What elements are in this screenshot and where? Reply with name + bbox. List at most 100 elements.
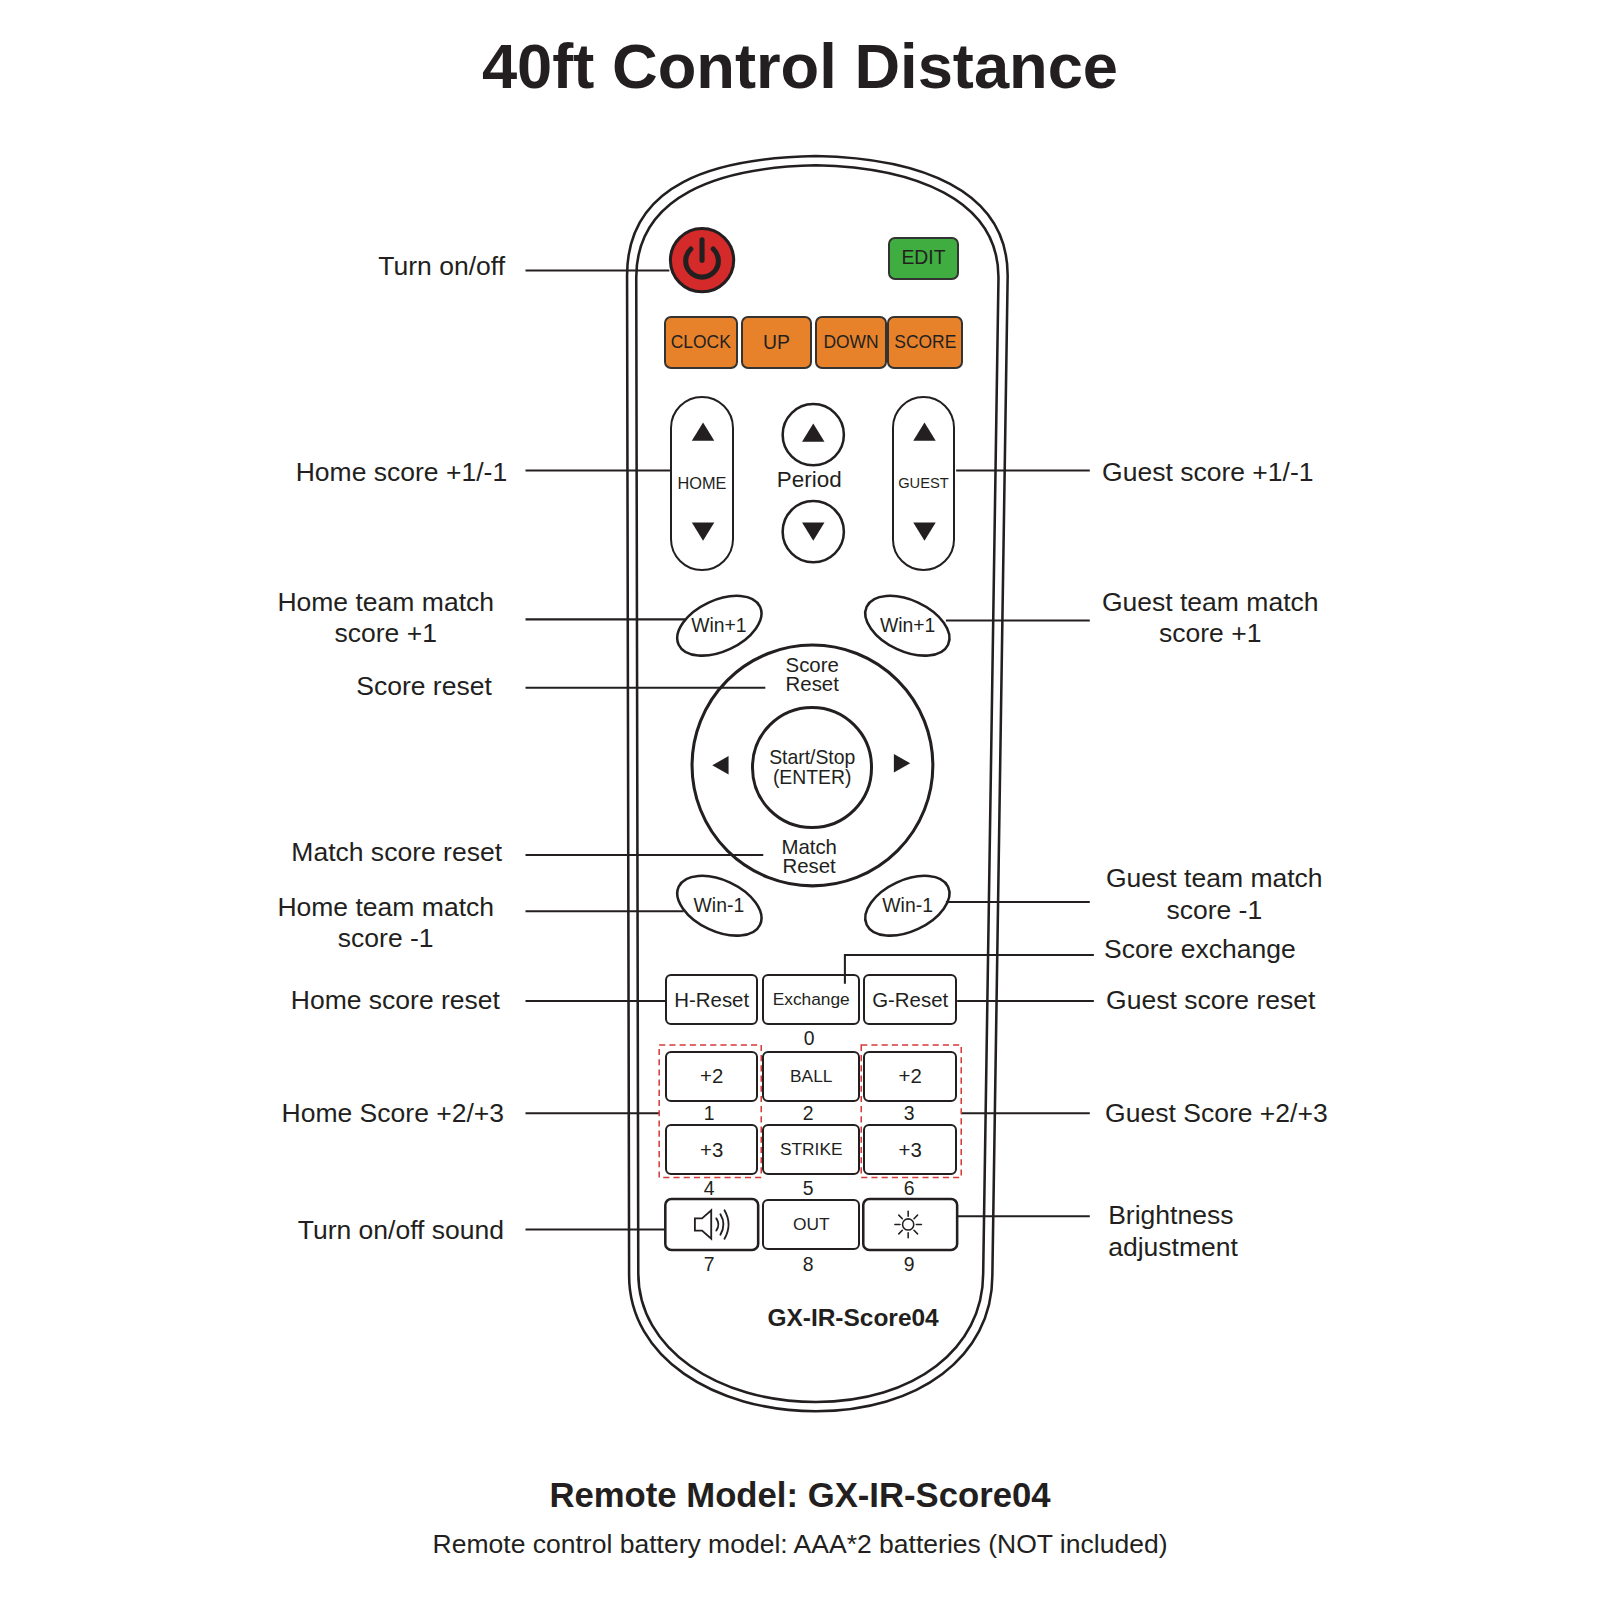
button-label: EDIT bbox=[901, 248, 945, 267]
button-label: Match Reset bbox=[772, 838, 845, 877]
callout-label: Home score reset bbox=[291, 985, 500, 1017]
leaf-outline bbox=[667, 583, 770, 667]
arrow-symbols bbox=[692, 422, 936, 774]
leader-line bbox=[956, 469, 1090, 471]
brightness-button bbox=[863, 1199, 957, 1250]
key-number: 4 bbox=[704, 1179, 715, 1198]
mode-button: CLOCK bbox=[664, 316, 738, 369]
sound-button bbox=[665, 1199, 758, 1250]
keypad-button: OUT bbox=[762, 1199, 860, 1250]
leader-line bbox=[957, 1000, 1094, 1002]
housing-outline bbox=[628, 156, 1009, 1411]
key-number: 0 bbox=[804, 1029, 815, 1048]
button-label: H-Reset bbox=[674, 990, 749, 1010]
callout-label: Score exchange bbox=[1104, 934, 1296, 966]
button-label: G-Reset bbox=[872, 990, 948, 1010]
callout-label: Turn on/off bbox=[378, 251, 505, 283]
sound-wave bbox=[724, 1210, 728, 1239]
sun-ray bbox=[916, 1224, 921, 1226]
sun-ray bbox=[914, 1230, 918, 1234]
power-button bbox=[670, 229, 733, 292]
button-label: Win+1 bbox=[880, 616, 935, 635]
callout-label: Home Score +2/+3 bbox=[282, 1098, 505, 1130]
button-label: SCORE bbox=[894, 334, 956, 351]
dashed-bracket bbox=[861, 1045, 961, 1178]
button-label: GUEST bbox=[898, 476, 949, 491]
sun-ray bbox=[895, 1224, 900, 1226]
mode-button: UP bbox=[741, 316, 812, 369]
callout-label: Brightness adjustment bbox=[1108, 1200, 1276, 1264]
key-number: 1 bbox=[704, 1104, 715, 1123]
sun-ray bbox=[899, 1215, 903, 1219]
leader-line bbox=[526, 269, 670, 271]
leader-line bbox=[526, 854, 764, 856]
reset-button: G-Reset bbox=[863, 974, 957, 1025]
leaf-outline bbox=[856, 864, 959, 948]
win-button: Win+1 bbox=[676, 590, 763, 661]
win-button: Win+1 bbox=[864, 590, 951, 661]
housing-outline bbox=[637, 165, 999, 1402]
up-arrow bbox=[692, 422, 714, 440]
button-label: STRIKE bbox=[780, 1141, 843, 1158]
down-arrow bbox=[692, 522, 714, 540]
button-label: DOWN bbox=[823, 334, 878, 351]
power-symbol bbox=[699, 240, 704, 260]
callout-label: Guest team match score +1 bbox=[1088, 587, 1333, 651]
key-number: 2 bbox=[803, 1104, 814, 1123]
dpad-ring bbox=[692, 645, 933, 886]
score-rocker: HOME bbox=[670, 396, 733, 572]
callout-label: Home team match score -1 bbox=[261, 892, 511, 956]
battery-note: Remote control battery model: AAA*2 batt… bbox=[433, 1529, 1168, 1561]
leader-line bbox=[526, 910, 684, 912]
up-arrow bbox=[913, 422, 935, 440]
button-label: Win-1 bbox=[694, 896, 745, 915]
callout-label: Score reset bbox=[356, 671, 492, 703]
group-brackets bbox=[659, 1045, 961, 1178]
keypad-button: STRIKE bbox=[762, 1124, 860, 1175]
button-label: CLOCK bbox=[671, 334, 731, 351]
callout-label: Guest team match score -1 bbox=[1092, 863, 1337, 927]
leader-line bbox=[526, 618, 686, 620]
callout-label: Home score +1/-1 bbox=[296, 457, 507, 489]
sun-symbol bbox=[903, 1219, 914, 1230]
button-label: Win+1 bbox=[691, 616, 746, 635]
leader-line bbox=[526, 1229, 666, 1231]
key-number: 6 bbox=[904, 1179, 915, 1198]
key-number: 9 bbox=[904, 1255, 915, 1274]
button-label: Exchange bbox=[773, 991, 850, 1008]
edit-button: EDIT bbox=[888, 237, 959, 280]
enter-button: Start/Stop (ENTER) bbox=[751, 706, 873, 828]
leader-line bbox=[946, 901, 1090, 903]
down-arrow bbox=[802, 522, 824, 540]
sound-wave bbox=[720, 1214, 723, 1234]
left-arrow bbox=[712, 756, 728, 774]
sound-wave bbox=[716, 1218, 718, 1230]
button-label: Win-1 bbox=[882, 896, 933, 915]
button-label: HOME bbox=[678, 475, 727, 491]
icon-buttons bbox=[665, 1199, 957, 1250]
sun-ray bbox=[907, 1233, 909, 1238]
keypad-button: +3 bbox=[665, 1124, 758, 1175]
key-number: 5 bbox=[803, 1179, 814, 1198]
callout-label: Home team match score +1 bbox=[261, 587, 511, 651]
leader-line bbox=[526, 1000, 666, 1002]
sun-ray bbox=[907, 1211, 909, 1216]
button-label: +3 bbox=[899, 1140, 922, 1160]
sun-ray bbox=[899, 1230, 903, 1234]
button-label: Start/Stop (ENTER) bbox=[761, 747, 863, 788]
keypad-button: +2 bbox=[863, 1051, 957, 1102]
keypad-button: +2 bbox=[665, 1051, 758, 1102]
direction-pad: Start/Stop (ENTER)Score ResetMatch Reset bbox=[690, 643, 935, 888]
win-button: Win-1 bbox=[864, 870, 951, 941]
keypad-button: BALL bbox=[762, 1051, 860, 1102]
leader-line bbox=[526, 469, 671, 471]
button-label: +2 bbox=[899, 1066, 922, 1086]
reset-button: H-Reset bbox=[665, 974, 758, 1025]
sun-ray bbox=[914, 1215, 918, 1219]
callout-label: Match score reset bbox=[291, 837, 502, 869]
key-number: 8 bbox=[803, 1255, 814, 1274]
down-arrow bbox=[913, 522, 935, 540]
page-title: 40ft Control Distance bbox=[482, 29, 1118, 105]
